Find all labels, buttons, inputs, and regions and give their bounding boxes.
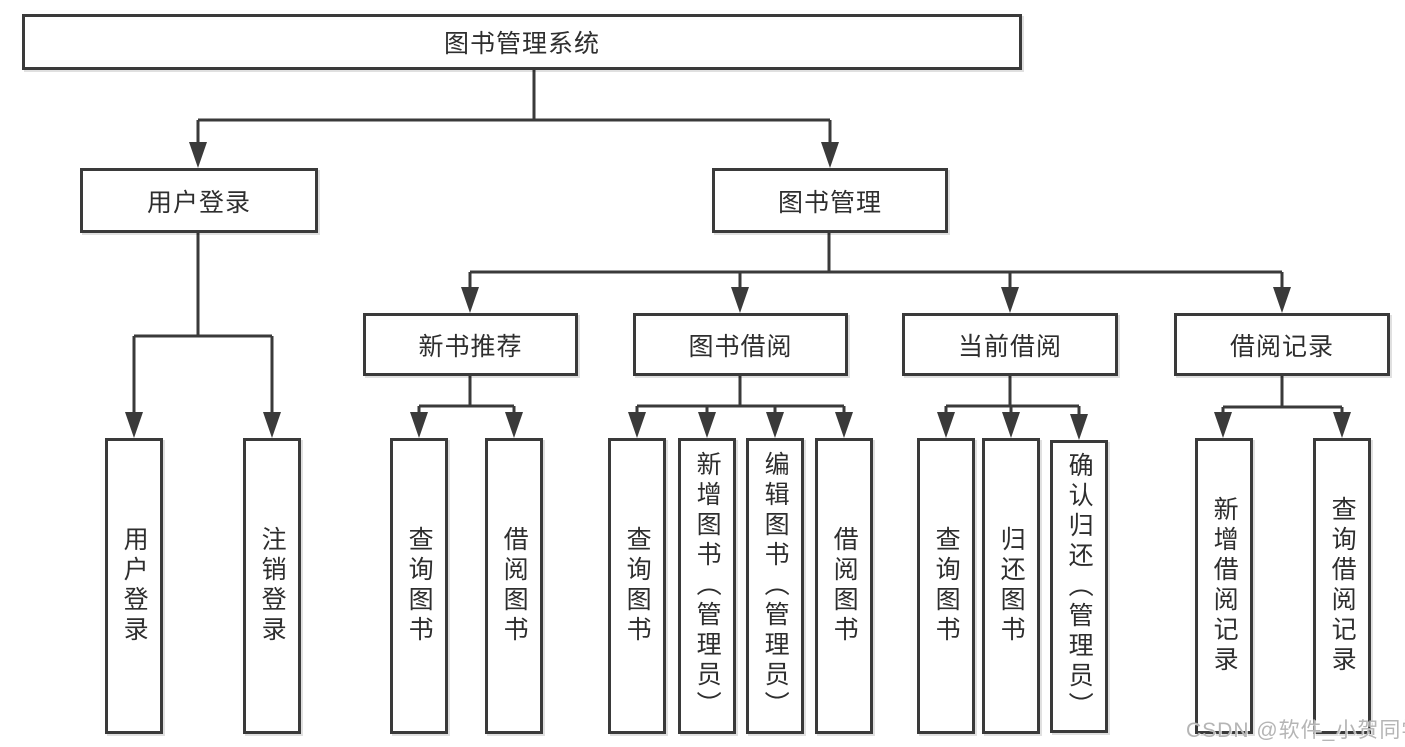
leaf-query-books-current-label: 查询图书 bbox=[932, 526, 961, 646]
node-book-borrowing-label: 图书借阅 bbox=[688, 332, 793, 361]
leaf-confirm-return-admin: 确认归还（管理员） bbox=[1050, 440, 1108, 733]
leaf-borrow-books-recommend: 借阅图书 bbox=[485, 438, 543, 734]
leaf-edit-books-admin-label: 编辑图书（管理员） bbox=[761, 451, 790, 721]
node-borrowing-records-label: 借阅记录 bbox=[1229, 332, 1334, 361]
leaf-query-borrow-record-label: 查询借阅记录 bbox=[1328, 496, 1357, 676]
leaf-query-books-borrowing-label: 查询图书 bbox=[623, 526, 652, 646]
leaf-borrow-books-borrowing: 借阅图书 bbox=[815, 438, 873, 734]
node-book-borrowing: 图书借阅 bbox=[633, 313, 848, 376]
leaf-add-books-admin: 新增图书（管理员） bbox=[678, 438, 736, 734]
leaf-query-books-current: 查询图书 bbox=[917, 438, 975, 734]
node-book-management-label: 图书管理 bbox=[777, 188, 882, 217]
leaf-return-books: 归还图书 bbox=[982, 438, 1040, 734]
leaf-user-login: 用户登录 bbox=[105, 438, 163, 734]
leaf-add-books-admin-label: 新增图书（管理员） bbox=[693, 451, 722, 721]
leaf-edit-books-admin: 编辑图书（管理员） bbox=[746, 438, 804, 734]
node-user-login: 用户登录 bbox=[80, 168, 318, 233]
leaf-query-books-recommend: 查询图书 bbox=[390, 438, 448, 734]
leaf-add-borrow-record-label: 新增借阅记录 bbox=[1210, 496, 1239, 676]
node-current-borrowing: 当前借阅 bbox=[902, 313, 1118, 376]
leaf-query-books-borrowing: 查询图书 bbox=[608, 438, 666, 734]
node-book-management: 图书管理 bbox=[712, 168, 948, 233]
node-current-borrowing-label: 当前借阅 bbox=[957, 332, 1062, 361]
leaf-logout: 注销登录 bbox=[243, 438, 301, 734]
node-user-login-label: 用户登录 bbox=[146, 188, 251, 217]
leaf-confirm-return-admin-label: 确认归还（管理员） bbox=[1065, 451, 1094, 722]
leaf-user-login-label: 用户登录 bbox=[120, 526, 149, 646]
leaf-query-borrow-record: 查询借阅记录 bbox=[1313, 438, 1371, 734]
leaf-logout-label: 注销登录 bbox=[258, 526, 287, 646]
arrowhead-icons bbox=[125, 142, 1351, 440]
leaf-return-books-label: 归还图书 bbox=[997, 526, 1026, 646]
leaf-borrow-books-borrowing-label: 借阅图书 bbox=[830, 526, 859, 646]
node-library-system-label: 图书管理系统 bbox=[443, 30, 600, 58]
leaf-borrow-books-recommend-label: 借阅图书 bbox=[500, 526, 529, 646]
leaf-add-borrow-record: 新增借阅记录 bbox=[1195, 438, 1253, 734]
csdn-watermark: CSDN @软件_小贺同学 bbox=[1186, 719, 1405, 742]
node-library-system: 图书管理系统 bbox=[22, 14, 1022, 70]
node-new-book-recommend-label: 新书推荐 bbox=[418, 332, 523, 361]
leaf-query-books-recommend-label: 查询图书 bbox=[405, 526, 434, 646]
node-new-book-recommend: 新书推荐 bbox=[363, 313, 578, 376]
connector-lines bbox=[132, 70, 1344, 417]
node-borrowing-records: 借阅记录 bbox=[1174, 313, 1390, 376]
